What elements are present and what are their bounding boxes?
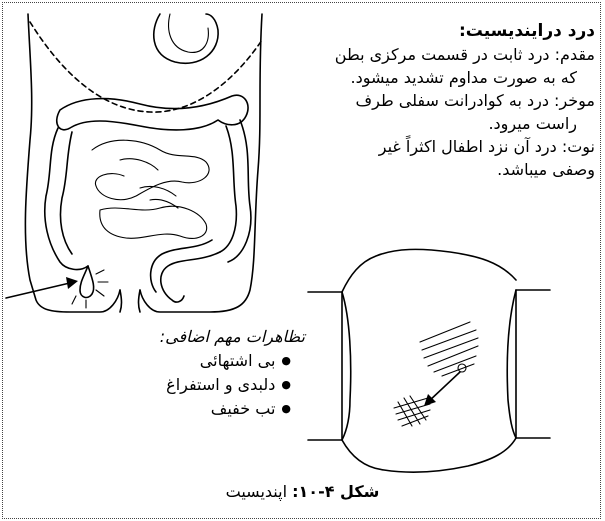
- early-pain-line2: که به صورت مداوم تشدید میشود.: [250, 66, 595, 89]
- caption-text: اپندیسیت: [226, 482, 292, 501]
- early-pain-line1: مقدم: درد ثابت در قسمت مرکزی بطن: [250, 43, 595, 66]
- late-pain-line1: موخر: درد به کوادرانت سفلی طرف: [250, 89, 595, 112]
- section-title: درد درایندیسیت:: [250, 20, 595, 43]
- late-pain-line2: راست میرود.: [250, 112, 595, 135]
- figure-caption: شکل ۴-۱۰: اپندیسیت: [0, 482, 605, 501]
- signs-heading: تظاهرات مهم اضافی:: [70, 325, 305, 349]
- list-item: بی اشتهائی: [70, 349, 291, 373]
- note-line1: نوت: درد آن نزد اطفال اکثراً غیر: [250, 135, 595, 158]
- appendicitis-pain-description: درد درایندیسیت: مقدم: درد ثابت در قسمت م…: [250, 20, 595, 181]
- additional-signs: تظاهرات مهم اضافی: بی اشتهائی دلبدی و اس…: [70, 325, 305, 421]
- caption-label: شکل ۴-۱۰:: [292, 482, 379, 501]
- note-line2: وصفی میباشد.: [250, 158, 595, 181]
- list-item: دلبدی و استفراغ: [70, 373, 291, 397]
- list-item: تب خفیف: [70, 397, 291, 421]
- signs-list: بی اشتهائی دلبدی و استفراغ تب خفیف: [70, 349, 305, 421]
